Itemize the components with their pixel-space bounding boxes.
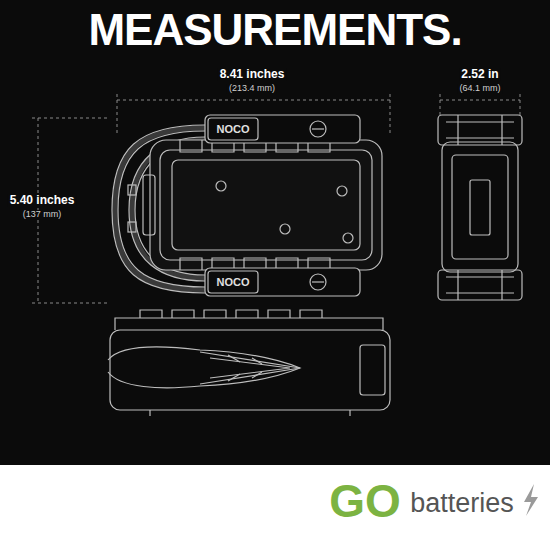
brand-mark: NOCO xyxy=(215,123,252,135)
dimension-label: (213.4 mm) xyxy=(227,84,277,94)
logo-text: batteries xyxy=(408,489,516,519)
dimension-label: (64.1 mm) xyxy=(457,84,502,94)
dimension-label: 8.41 inches xyxy=(218,68,287,81)
dimension-label: 5.40 inches xyxy=(8,194,77,207)
top-view xyxy=(128,115,382,296)
lightning-bolt xyxy=(524,484,538,516)
brand-mark: NOCO xyxy=(215,276,252,288)
side-view xyxy=(438,115,522,300)
logo-mark: GO xyxy=(327,476,403,527)
page-title: MEASUREMENTS. xyxy=(88,6,461,54)
dimension-label: (137 mm) xyxy=(21,210,64,220)
dimension-label: 2.52 in xyxy=(459,68,500,81)
dimension-lines xyxy=(32,94,520,303)
front-view xyxy=(108,310,390,416)
